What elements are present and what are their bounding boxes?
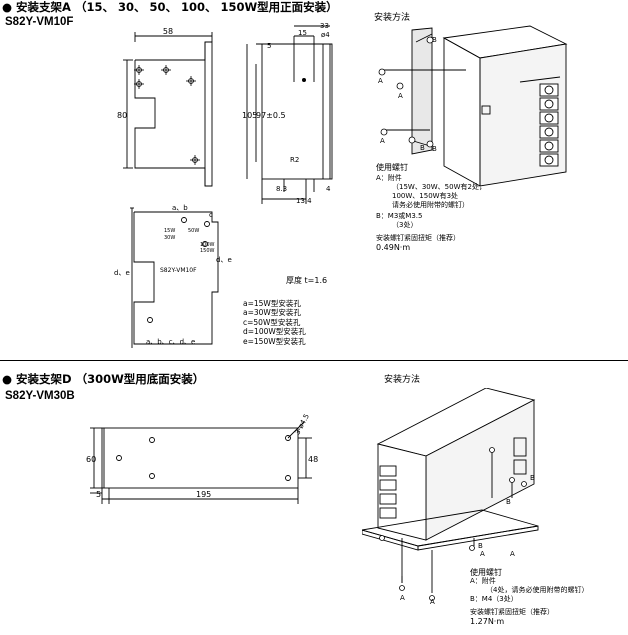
screw-letter-a: A xyxy=(480,550,485,558)
dim-60: 60 xyxy=(86,455,96,464)
legend-item: e=150W型安装孔 xyxy=(243,336,306,346)
dim-33: 33 xyxy=(320,22,329,30)
plate-label-ab: a、b xyxy=(172,204,188,212)
legend-item: a=30W型安装孔 xyxy=(243,308,301,318)
torque-title: 安装螺钉紧固扭矩（推荐） xyxy=(376,234,460,242)
plate-label-de-left: d、e xyxy=(114,269,130,277)
screw-a-line: A：附件 xyxy=(470,577,496,585)
screw-letter-a: A xyxy=(510,550,515,558)
legend-item: c=50W型安装孔 xyxy=(243,317,301,327)
dim-48: 48 xyxy=(308,455,318,464)
screw-b-detail: （3处） xyxy=(392,221,418,229)
section-a-install-method: 安装方法 xyxy=(374,13,411,23)
dim-58: 58 xyxy=(163,28,173,36)
bracket-a-side-view: 33 15 ø4 5 105 97±0.5 R2 8.3 4 13.4 xyxy=(242,22,333,205)
thickness-note: 厚度 t=1.6 xyxy=(286,276,328,285)
section-a-model: S82Y-VM10F xyxy=(5,16,74,28)
dim-195: 195 xyxy=(196,490,211,499)
hole-legend: a=15W型安装孔 a=30W型安装孔 c=50W型安装孔 d=100W型安装孔… xyxy=(243,299,306,346)
screw-letter-a: A xyxy=(378,77,383,85)
dim-13-4: 13.4 xyxy=(296,197,312,205)
dim-4: 4 xyxy=(326,185,331,193)
section-d-install-method: 安装方法 xyxy=(384,375,421,385)
dim-105: 105 xyxy=(242,111,257,120)
screw-letter-b: B xyxy=(432,145,437,153)
screw-letter-a: A xyxy=(380,137,385,145)
bracket-a-front-view: 58 80 xyxy=(117,28,213,187)
plate-label-100w: 100W xyxy=(200,242,215,248)
screw-letter-a: A xyxy=(400,594,405,602)
screw-a-detail: （4处，请务必使用附带的螺钉） xyxy=(486,586,589,594)
dim-15: 15 xyxy=(298,29,307,37)
screw-letter-b: B xyxy=(420,144,425,152)
torque-title: 安装螺钉紧固扭矩（推荐） xyxy=(470,608,554,616)
section-d-title: ● 安装支架D （300W型用底面安装） xyxy=(2,372,205,386)
install-illustration-d: B B B A A A A xyxy=(362,388,539,606)
torque-value: 0.49N·m xyxy=(376,243,411,252)
screw-letter-b: B xyxy=(478,542,483,550)
dim-5-d: 5 xyxy=(96,490,101,499)
dim-8-3: 8.3 xyxy=(276,185,287,193)
screw-letter-a: A xyxy=(398,92,403,100)
screw-info-a: 使用螺钉 A：附件 （15W、30W、50W有2处， 100W、150W有3处 … xyxy=(376,163,486,252)
torque-value: 1.27N·m xyxy=(470,617,505,626)
screw-letter-b: B xyxy=(530,474,535,482)
section-a-title: ● 安装支架A （15、 30、 50、 100、 150W型用正面安装） xyxy=(2,0,338,14)
legend-item: a=15W型安装孔 xyxy=(243,299,301,308)
screw-letter-b: B xyxy=(432,36,437,44)
dim-r2: R2 xyxy=(290,156,299,164)
legend-item: d=100W型安装孔 xyxy=(243,327,306,337)
screw-a-detail: 请务必使用附带的螺钉） xyxy=(392,201,469,209)
screw-b-line: B：M4（3处） xyxy=(470,595,518,603)
screw-info-d: 使用螺钉 A：附件 （4处，请务必使用附带的螺钉） B：M4（3处） 安装螺钉紧… xyxy=(470,568,588,626)
plate-label-bottom: a、b、c、d、e xyxy=(146,338,195,346)
screw-letter-b: B xyxy=(506,498,511,506)
plate-model-label: S82Y-VM10F xyxy=(160,267,197,274)
dim-phi4: ø4 xyxy=(321,31,330,39)
screw-a-line: A：附件 xyxy=(376,174,402,182)
dim-80: 80 xyxy=(117,111,127,120)
plate-label-30w: 30W xyxy=(164,235,175,241)
dim-97: 97±0.5 xyxy=(256,111,286,120)
plate-label-150w: 150W xyxy=(200,248,215,254)
plate-label-15w: 15W xyxy=(164,228,175,234)
section-divider xyxy=(0,360,628,361)
plate-label-50w: 50W xyxy=(188,228,199,234)
bracket-d-drawing: 60 48 5 195 3-ø4.5 xyxy=(86,413,318,504)
screw-letter-a: A xyxy=(430,598,435,606)
screw-a-detail: 100W、150W有3处 xyxy=(392,192,459,200)
section-d-model: S82Y-VM30B xyxy=(5,390,75,402)
bracket-a-hole-plate: a、b c 15W 30W 50W 100W 150W d、e d、e S82Y… xyxy=(114,204,232,348)
install-illustration-a: B A A A B B xyxy=(378,25,568,187)
screw-title: 使用螺钉 xyxy=(470,568,502,577)
plate-label-de-right: d、e xyxy=(216,256,232,264)
screw-a-detail: （15W、30W、50W有2处， xyxy=(392,183,486,191)
screw-title: 使用螺钉 xyxy=(376,163,408,172)
dim-5: 5 xyxy=(267,42,271,50)
screw-b-line: B：M3或M3.5 xyxy=(376,212,423,220)
dim-holes: 3-ø4.5 xyxy=(293,413,311,437)
plate-label-c: c xyxy=(209,211,213,219)
